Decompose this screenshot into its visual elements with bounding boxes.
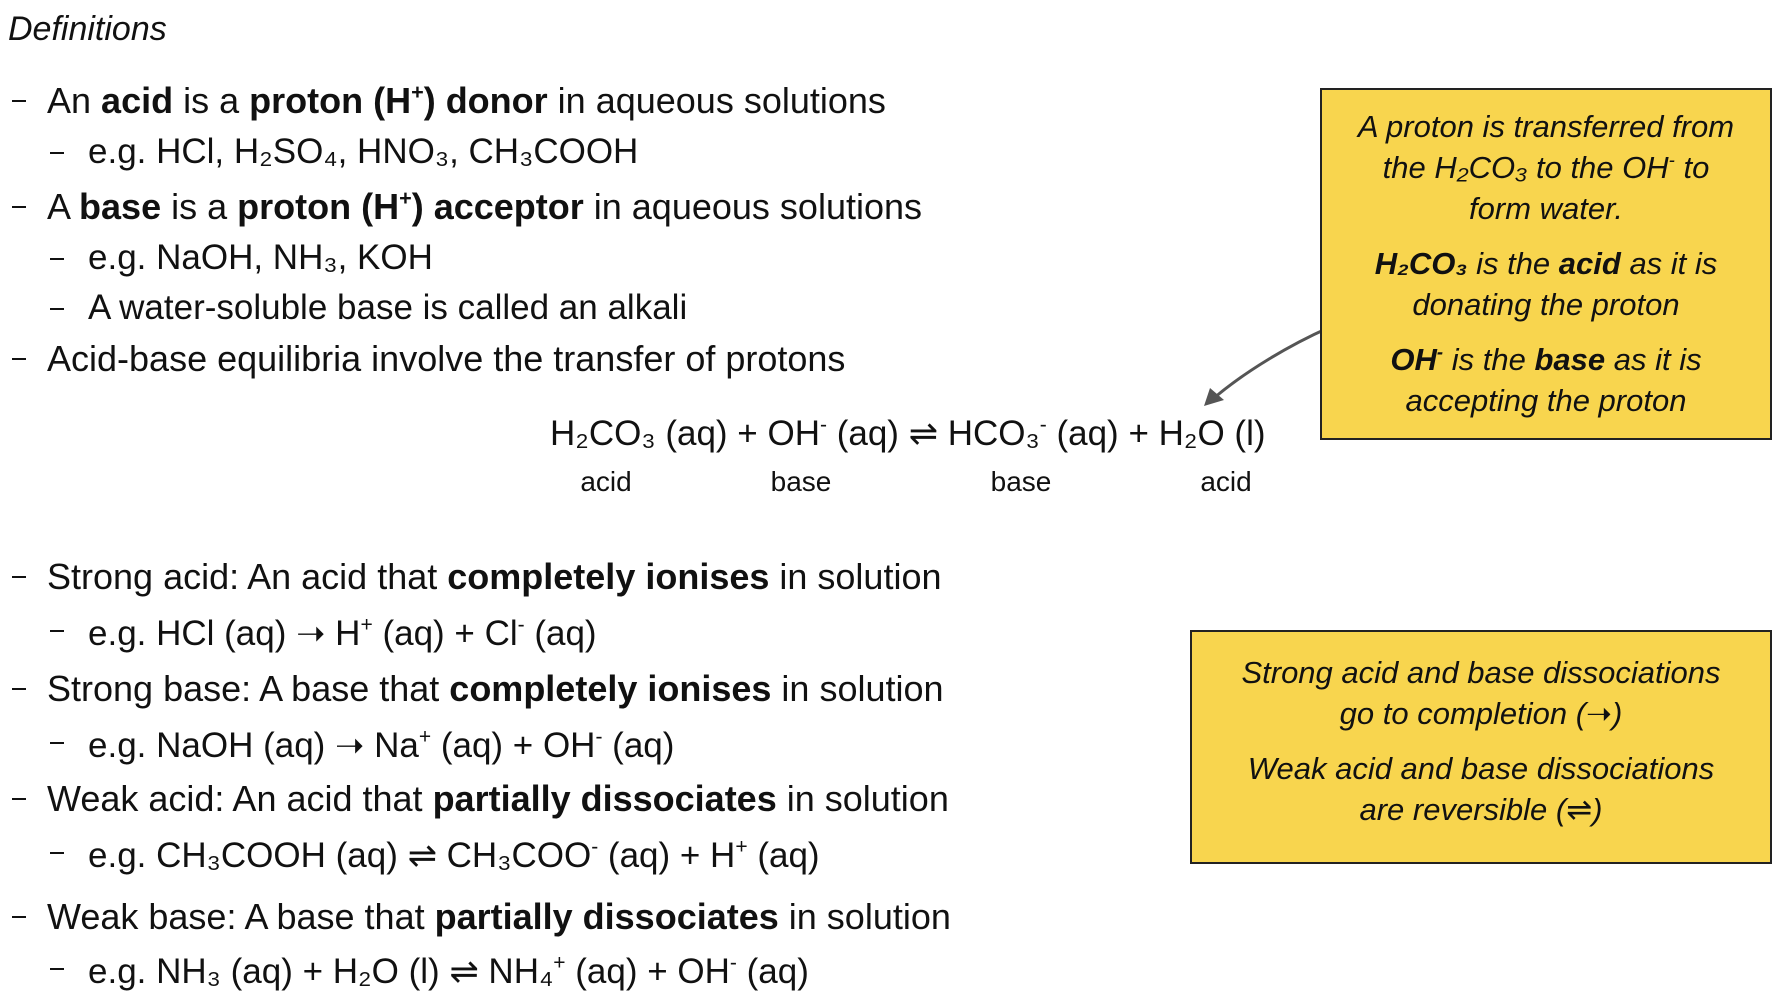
- dash-bullet-icon: [12, 576, 26, 578]
- dash-bullet-icon: [50, 630, 64, 632]
- base-examples: e.g. NaOH, NH₃, KOH: [88, 238, 433, 277]
- weak-acid-example: e.g. CH₃COOH (aq) ⇌ CH₃COO- (aq) + H+ (a…: [88, 835, 820, 875]
- note-line: donating the proton: [1412, 287, 1680, 322]
- weak-acid-definition: Weak acid: An acid that partially dissoc…: [47, 778, 949, 819]
- equilibrium-equation: H₂CO₃ (aq) + OH- (aq) ⇌ HCO₃- (aq) + H₂O…: [550, 413, 1266, 453]
- dash-bullet-icon: [50, 968, 64, 970]
- dash-bullet-icon: [12, 206, 26, 208]
- note-line: go to completion (➝): [1339, 696, 1623, 731]
- dash-bullet-icon: [12, 916, 26, 918]
- equilibria-definition: Acid-base equilibria involve the transfe…: [47, 338, 846, 379]
- dash-bullet-icon: [12, 798, 26, 800]
- dash-bullet-icon: [12, 358, 26, 360]
- strong-acid-example: e.g. HCl (aq) ➝ H+ (aq) + Cl- (aq): [88, 613, 597, 653]
- note-line: A proton is transferred from: [1357, 109, 1735, 144]
- note-line: accepting the proton: [1405, 383, 1687, 418]
- weak-base-example: e.g. NH₃ (aq) + H₂O (l) ⇌ NH₄+ (aq) + OH…: [88, 951, 809, 991]
- label-base: base: [770, 466, 832, 497]
- label-base: base: [990, 466, 1052, 497]
- note-line: are reversible (⇌): [1359, 792, 1603, 827]
- label-acid: acid: [580, 466, 632, 497]
- note-line: Weak acid and base dissociations: [1247, 751, 1715, 786]
- alkali-definition: A water-soluble base is called an alkali: [88, 288, 688, 327]
- dash-bullet-icon: [50, 308, 64, 310]
- strong-base-definition: Strong base: A base that completely ioni…: [47, 668, 944, 709]
- dash-bullet-icon: [50, 852, 64, 854]
- acid-examples: e.g. HCl, H₂SO₄, HNO₃, CH₃COOH: [88, 132, 639, 171]
- note-line: H₂CO₃ is the acid as it is: [1374, 246, 1718, 281]
- acid-definition: An acid is a proton (H+) donor in aqueou…: [47, 78, 886, 121]
- dissociation-note: Strong acid and base dissociations go to…: [1190, 630, 1772, 864]
- page-title: Definitions: [8, 10, 167, 48]
- proton-transfer-note: A proton is transferred from the H₂CO₃ t…: [1320, 88, 1772, 440]
- note-line: the H₂CO₃ to the OH- to: [1382, 148, 1710, 185]
- note-line: OH- is the base as it is: [1390, 340, 1702, 377]
- dash-bullet-icon: [50, 152, 64, 154]
- note-line: Strong acid and base dissociations: [1241, 655, 1721, 690]
- dash-bullet-icon: [12, 100, 26, 102]
- label-acid: acid: [1200, 466, 1252, 497]
- curved-arrow-icon: [1204, 326, 1329, 406]
- dash-bullet-icon: [50, 258, 64, 260]
- weak-base-definition: Weak base: A base that partially dissoci…: [47, 896, 951, 937]
- base-definition: A base is a proton (H+) acceptor in aque…: [47, 184, 923, 227]
- strong-base-example: e.g. NaOH (aq) ➝ Na+ (aq) + OH- (aq): [88, 725, 675, 765]
- dash-bullet-icon: [12, 688, 26, 690]
- dash-bullet-icon: [50, 742, 64, 744]
- strong-acid-definition: Strong acid: An acid that completely ion…: [47, 556, 942, 597]
- note-line: form water.: [1469, 191, 1623, 226]
